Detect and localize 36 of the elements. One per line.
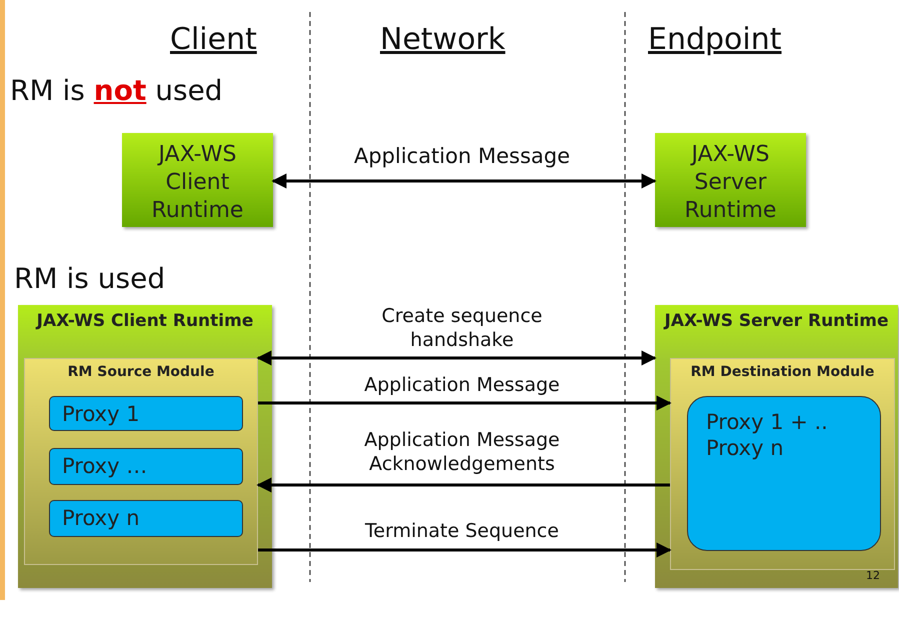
- runtime-container: [18, 305, 272, 588]
- runtime-box: [122, 133, 273, 227]
- proxy-panel: [687, 396, 881, 551]
- section-title: RM is not used: [10, 74, 223, 107]
- node-text: JAX-WS Server Runtime: [684, 141, 778, 225]
- edge-label: Terminate Sequence: [364, 519, 560, 543]
- heading-text: Endpoint: [648, 22, 782, 57]
- heading-text: Client: [170, 22, 257, 57]
- edge-label: Application Message Acknowledgements: [363, 428, 561, 476]
- arrow: [272, 174, 656, 188]
- proxy-box: [49, 500, 243, 537]
- edge-label: Create sequence handshake: [380, 304, 544, 352]
- section-title: RM is used: [14, 262, 166, 295]
- arrow: [258, 542, 672, 558]
- arrow: [258, 396, 672, 410]
- runtime-container: [655, 305, 898, 588]
- module-panel: [24, 358, 258, 565]
- edge-label: Application Message: [363, 373, 561, 397]
- proxy-box: [49, 396, 243, 431]
- node-text: Proxy 1 + .. Proxy n: [706, 409, 829, 461]
- node-text: Proxy …: [62, 453, 148, 479]
- node-text: JAX-WS Server Runtime: [662, 311, 890, 332]
- edge-label: Application Message: [352, 144, 572, 168]
- node-text: Proxy n: [62, 505, 141, 531]
- proxy-box: [49, 448, 243, 485]
- runtime-box: [655, 133, 806, 227]
- node-text: RM Source Module: [66, 363, 216, 381]
- heading-text: Network: [380, 22, 506, 57]
- node-text: JAX-WS Client Runtime: [150, 141, 244, 225]
- node-text: RM Destination Module: [690, 363, 876, 381]
- module-panel: [670, 358, 895, 570]
- node-text: Proxy 1: [62, 401, 141, 427]
- arrow: [256, 350, 656, 366]
- page-number: 12: [866, 569, 880, 582]
- node-text: JAX-WS Client Runtime: [34, 311, 254, 332]
- arrow: [256, 478, 670, 492]
